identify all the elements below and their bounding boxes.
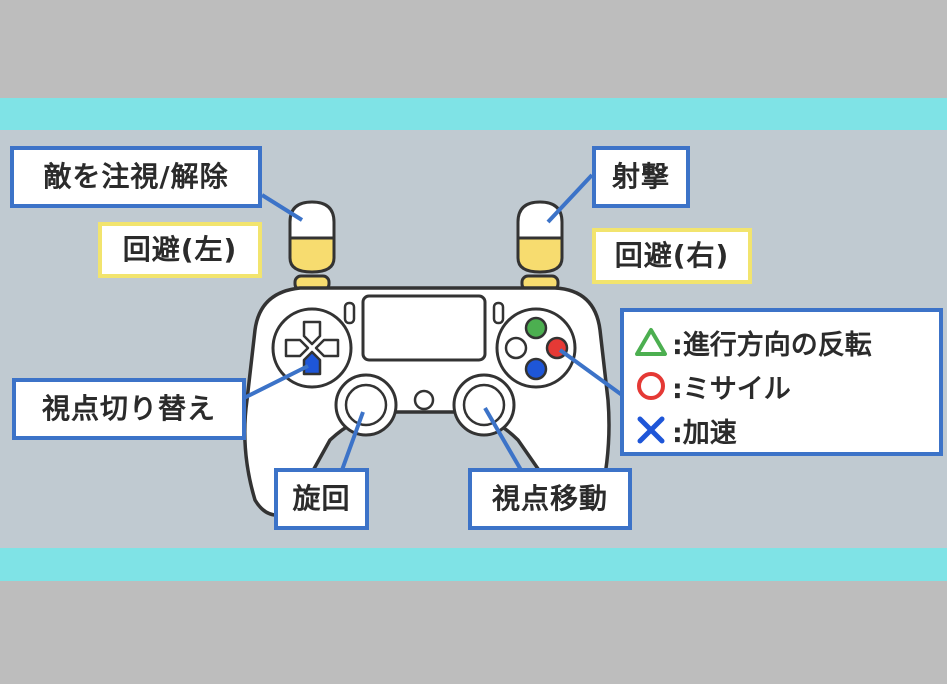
l2-trigger [288, 200, 336, 274]
square-button [504, 336, 528, 360]
top-band [0, 98, 947, 130]
legend-text-circle: :ミサイル [672, 373, 791, 405]
share-button [343, 301, 356, 325]
triangle-icon [635, 328, 667, 356]
left-stick [334, 373, 398, 437]
touchpad [361, 294, 487, 362]
r2-trigger [516, 200, 564, 274]
turn-label: 旋回 [274, 468, 369, 530]
ps-button [413, 389, 435, 411]
legend-text-cross: :加速 [672, 417, 737, 449]
circle-icon [637, 372, 665, 400]
face-button-ring [495, 307, 577, 389]
button-legend: :進行方向の反転 :ミサイル :加速 [620, 308, 943, 456]
legend-row-cross: :加速 [634, 408, 931, 452]
fire-label: 射撃 [592, 146, 690, 208]
cross-button [524, 357, 548, 381]
lock-on-label: 敵を注視/解除 [10, 146, 262, 208]
legend-row-circle: :ミサイル [634, 364, 931, 408]
view-switch-label: 視点切り替え [12, 378, 246, 440]
view-move-label: 視点移動 [468, 468, 632, 530]
bottom-band [0, 548, 947, 581]
cross-icon [637, 416, 665, 444]
legend-row-triangle: :進行方向の反転 [634, 320, 931, 364]
connector-lines [243, 173, 624, 472]
legend-text-triangle: :進行方向の反転 [672, 329, 872, 361]
options-button [492, 301, 505, 325]
right-stick [452, 373, 516, 437]
dodge-left-label: 回避(左) [98, 222, 262, 278]
dpad-ring [271, 307, 353, 389]
dodge-right-label: 回避(右) [592, 228, 752, 284]
dpad [284, 320, 340, 376]
triangle-button [524, 316, 548, 340]
